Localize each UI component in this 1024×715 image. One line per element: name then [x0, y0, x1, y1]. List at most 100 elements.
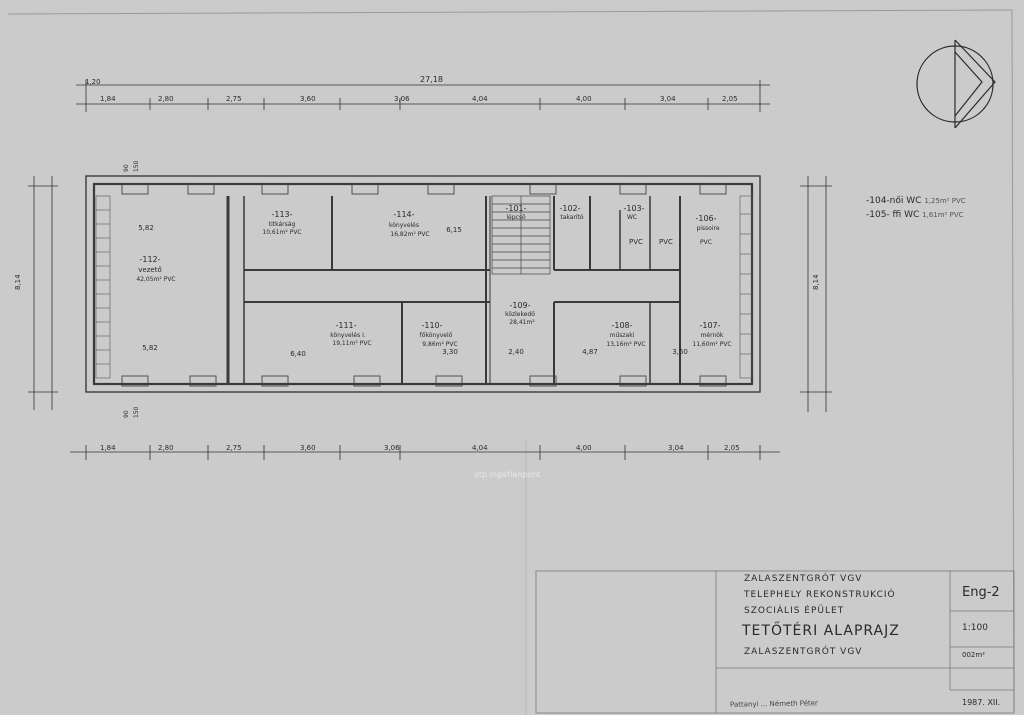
legend-item-105-sub: 1,61m² PVC [922, 211, 964, 219]
room-113: -113- titkárság 10,61m² PVC [262, 210, 301, 236]
legend-item-104-text: -104-női WC [866, 196, 922, 206]
right-side-total: 8,14 [812, 274, 820, 290]
top-dim-9: 2,05 [722, 95, 738, 103]
room-107: -107- mérnök 11,60m² PVC [692, 321, 731, 348]
bottom-dim-2: 2,80 [158, 444, 174, 452]
title-block-frame [535, 570, 1015, 714]
room-113-id: -113- [271, 210, 292, 219]
bottom-dim-5: 3,06 [384, 444, 400, 452]
room-114-area: 16,82m² PVC [390, 231, 429, 238]
watermark: otp ingatlanpont [474, 470, 541, 479]
room-108-name: műszaki [610, 332, 635, 339]
legend-item-105-text: -105- ffi WC [866, 210, 920, 220]
top-dim-1: 1,84 [100, 95, 116, 103]
room-102-name: takarító [560, 214, 584, 221]
window-dim-w150-b: 150 [133, 406, 140, 418]
top-dimension-chain [76, 80, 770, 112]
dim-360: 3,60 [672, 348, 688, 356]
room-106-area: PVC [700, 239, 712, 246]
top-dim-3: 2,75 [226, 95, 242, 103]
building-walls [85, 175, 761, 393]
interior-dimension-labels: 5,82 5,82 6,15 6,40 3,30 2,40 4,87 3,60 [138, 224, 688, 358]
top-dim-5: 3,06 [394, 95, 410, 103]
side-dimension-chains [28, 176, 832, 412]
left-side-total: 8,14 [14, 274, 22, 290]
room-105-pvc: PVC [659, 238, 673, 246]
sheet-top-border [7, 9, 1013, 15]
room-labels: -112- vezető 42,05m² PVC -113- titkárság… [136, 204, 731, 348]
room-111-id: -111- [335, 321, 356, 330]
room-102: -102- takarító [559, 204, 583, 221]
title-line-5: ZALASZENTGRÓT VGV [744, 647, 863, 657]
room-109-name: közlekedő [505, 311, 535, 318]
top-small-dim: 1,20 [85, 78, 101, 86]
room-107-name: mérnök [701, 332, 724, 339]
window-dim-w90: 90 [123, 164, 130, 172]
room-113-area: 10,61m² PVC [262, 229, 301, 236]
roof-windows [121, 183, 727, 387]
room-108-area: 13,16m² PVC [606, 341, 645, 348]
room-112-name: vezető [138, 265, 161, 274]
title-line-4: TETŐTÉRI ALAPRAJZ [742, 623, 900, 639]
room-109: -109- közlekedő 28,41m² [505, 301, 535, 326]
room-106: -106- pissoire PVC [695, 214, 719, 246]
north-arrow [916, 39, 996, 129]
sheet-number: Eng-2 [962, 585, 1000, 600]
room-106-id: -106- [695, 214, 716, 223]
room-114-name: könyvelés [389, 222, 419, 229]
window-dims-top: 90 150 90 150 [123, 160, 140, 418]
room-111: -111- könyvelés I. 19,11m² PVC [330, 321, 371, 347]
dim-582-top: 5,82 [138, 224, 154, 232]
room-109-id: -109- [509, 301, 530, 310]
title-line-2: TELEPHELY REKONSTRUKCIÓ [744, 590, 896, 600]
window-dim-w90-b: 90 [123, 410, 130, 418]
room-108-id: -108- [611, 321, 632, 330]
room-103-id: -103- [623, 204, 644, 213]
title-block: ZALASZENTGRÓT VGV TELEPHELY REKONSTRUKCI… [716, 571, 1016, 711]
room-112-id: -112- [139, 255, 160, 264]
top-dim-8: 3,04 [660, 95, 676, 103]
room-101-name: lépcső [506, 214, 526, 221]
room-110: -110- főkönyvelő 9,86m² PVC [420, 321, 458, 348]
top-dimension-labels: 1,84 2,80 2,75 3,60 3,06 4,04 4,00 3,04 … [100, 95, 738, 103]
room-114: -114- könyvelés 16,82m² PVC [389, 210, 430, 238]
legend-item-104: -104-női WC 1,25m² PVC [866, 196, 966, 206]
dim-582-bottom: 5,82 [142, 344, 158, 352]
wc-legend: -104-női WC 1,25m² PVC -105- ffi WC 1,61… [866, 196, 966, 224]
signature: Pattanyi ... Németh Péter [729, 699, 818, 709]
room-107-id: -107- [699, 321, 720, 330]
bottom-dim-8: 3,04 [668, 444, 684, 452]
room-111-name: könyvelés I. [330, 332, 366, 339]
bottom-dimension-chain [70, 445, 780, 460]
bottom-dim-3: 2,75 [226, 444, 242, 452]
left-end-wall-hatch [95, 195, 753, 379]
top-total-dim: 27,18 [420, 75, 443, 84]
room-114-id: -114- [393, 210, 414, 219]
staircase [491, 195, 551, 275]
room-103: -103- WC PVC PVC [623, 204, 673, 246]
drawing-scale: 1:100 [962, 623, 988, 633]
room-112-area: 42,05m² PVC [136, 276, 175, 283]
bottom-dim-6: 4,04 [472, 444, 488, 452]
top-dim-2: 2,80 [158, 95, 174, 103]
total-area: 002m² [962, 651, 985, 659]
legend-item-105: -105- ffi WC 1,61m² PVC [866, 210, 966, 220]
title-line-1: ZALASZENTGRÓT VGV [744, 574, 863, 584]
bottom-dimension-labels: 1,84 2,80 2,75 3,60 3,06 4,04 4,00 3,04 … [100, 444, 740, 452]
room-103-pvc: PVC [629, 238, 643, 246]
room-102-id: -102- [559, 204, 580, 213]
room-110-id: -110- [421, 321, 442, 330]
dim-615: 6,15 [446, 226, 462, 234]
bottom-dim-4: 3,60 [300, 444, 316, 452]
room-110-area: 9,86m² PVC [422, 341, 457, 348]
top-dim-4: 3,60 [300, 95, 316, 103]
room-101-id: -101- [505, 204, 526, 213]
room-107-area: 11,60m² PVC [692, 341, 731, 348]
room-103-name: WC [627, 214, 637, 221]
bottom-dim-1: 1,84 [100, 444, 116, 452]
dim-330: 3,30 [442, 348, 458, 356]
bottom-dim-7: 4,00 [576, 444, 592, 452]
window-dim-w150: 150 [133, 160, 140, 172]
room-106-name: pissoire [696, 225, 719, 232]
